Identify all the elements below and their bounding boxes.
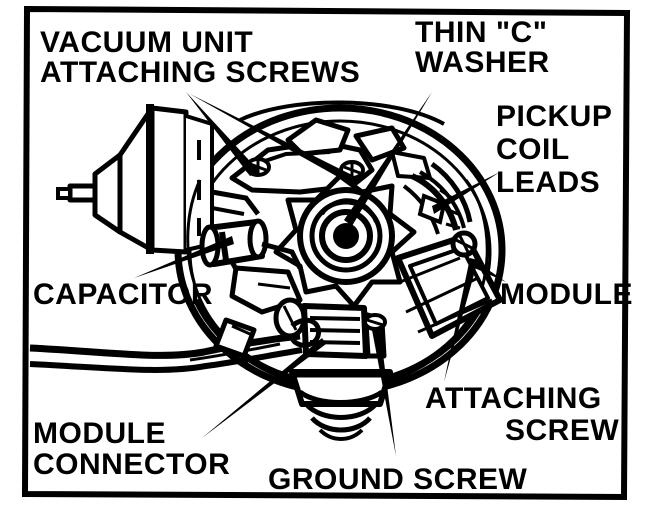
leader-module bbox=[470, 260, 506, 282]
label-pickup-coil-leads-line3: LEADS bbox=[496, 166, 600, 199]
figure-border bbox=[21, 5, 631, 501]
leader-pickup-coil-leads bbox=[432, 172, 500, 214]
leader-vacuum-screw-left bbox=[186, 92, 260, 176]
label-module-line1: MODULE bbox=[500, 278, 633, 311]
label-module-connector-line2: CONNECTOR bbox=[33, 448, 230, 481]
label-vacuum-unit-line2: ATTACHING SCREWS bbox=[40, 56, 360, 89]
label-pickup-coil-leads-line1: PICKUP bbox=[496, 100, 612, 133]
label-module: MODULE bbox=[500, 278, 633, 311]
leader-lines bbox=[134, 92, 506, 456]
label-attaching-screw-line1: ATTACHING bbox=[425, 382, 602, 415]
label-ground-screw-line1: GROUND SCREW bbox=[268, 463, 528, 496]
pickup-coil-leads-part bbox=[402, 161, 473, 235]
label-pickup-coil-leads: PICKUP COIL LEADS bbox=[496, 100, 612, 199]
leader-vacuum-screw-right bbox=[190, 94, 358, 186]
label-attaching-screw-line2: SCREW bbox=[505, 414, 619, 447]
label-pickup-coil-leads-line2: COIL bbox=[496, 133, 570, 166]
leader-capacitor bbox=[134, 236, 234, 278]
leader-attaching-screw bbox=[444, 258, 478, 382]
label-capacitor: CAPACITOR bbox=[33, 278, 213, 311]
label-thin-c-washer-line1: THIN "C" bbox=[415, 16, 547, 49]
module-attaching-screw bbox=[450, 230, 478, 258]
label-attaching-screw: ATTACHING SCREW bbox=[425, 382, 619, 447]
pole-piece-and-shaft bbox=[273, 173, 417, 309]
label-vacuum-unit-attaching-screws: VACUUM UNIT ATTACHING SCREWS bbox=[40, 26, 360, 89]
label-thin-c-washer: THIN "C" WASHER bbox=[415, 16, 550, 79]
label-vacuum-unit-line1: VACUUM UNIT bbox=[40, 26, 253, 59]
leader-module-connector bbox=[202, 338, 326, 438]
harness-wires bbox=[29, 317, 322, 373]
lower-plate-structure bbox=[229, 265, 307, 339]
label-module-connector-line1: MODULE bbox=[33, 417, 166, 450]
leader-ground-screw bbox=[372, 330, 396, 456]
label-ground-screw: GROUND SCREW bbox=[268, 463, 528, 496]
label-thin-c-washer-line2: WASHER bbox=[415, 46, 550, 79]
rubber-boot bbox=[289, 369, 393, 441]
label-capacitor-line1: CAPACITOR bbox=[33, 278, 213, 311]
label-module-connector: MODULE CONNECTOR bbox=[33, 417, 230, 481]
leader-thin-c-washer bbox=[344, 92, 432, 226]
